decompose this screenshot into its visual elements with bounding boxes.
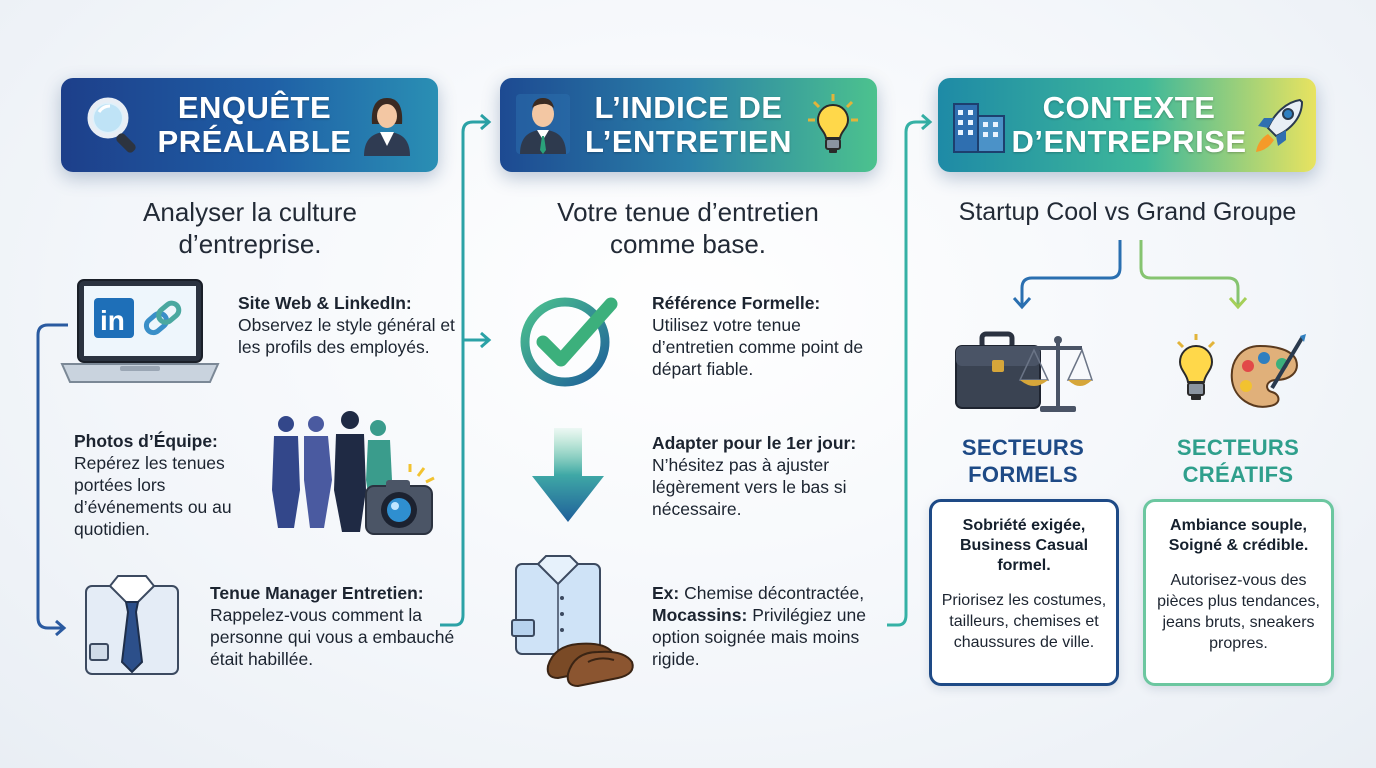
magnifier-icon <box>87 97 136 153</box>
item-body-a: Chemise décontractée, <box>684 583 865 603</box>
rocket-icon <box>1256 98 1304 152</box>
svg-text:in: in <box>100 305 125 336</box>
item-body: Repérez les tenues portées lors d’événem… <box>74 453 232 539</box>
item-body: N’hésitez pas à ajuster légèrement vers … <box>652 455 847 519</box>
casual-shirt-loafers-icon <box>511 555 634 688</box>
item-tenue-manager: Tenue Manager Entretien: Rappelez-vous c… <box>210 582 470 670</box>
connector-col2-col3 <box>887 120 928 627</box>
item-adapter-premier-jour: Adapter pour le 1er jour: N’hésitez pas … <box>652 432 882 520</box>
card-body: Autorisez-vous des pièces plus tendances… <box>1157 572 1320 652</box>
laptop-linkedin-icon: in <box>60 279 220 383</box>
businessman-icon <box>516 94 570 154</box>
card-heading: Sobriété exigée, Business Casual formel. <box>959 517 1089 574</box>
item-heading: Adapter pour le 1er jour: <box>652 433 857 453</box>
item-heading-b: Mocassins: <box>652 605 748 625</box>
item-body: Observez le style général et les profils… <box>238 315 455 357</box>
item-photos-equipe: Photos d’Équipe: Repérez les tenues port… <box>74 430 264 540</box>
column2-subtitle: Votre tenue d’entretien comme base. <box>557 197 819 259</box>
down-arrow-icon <box>532 428 604 522</box>
card-heading: Ambiance souple, Soigné & crédible. <box>1168 517 1309 554</box>
item-site-web-linkedin: Site Web & LinkedIn: Observez le style g… <box>238 292 458 358</box>
briefcase-scales-icon <box>955 331 1094 412</box>
card-secteurs-formels: Sobriété exigée, Business Casual formel.… <box>929 499 1119 686</box>
banner-title: CONTEXTE D’ENTREPRISE <box>1011 90 1247 159</box>
connector-col1-col2 <box>440 120 487 627</box>
team-photo-icon <box>272 411 435 535</box>
item-heading: Tenue Manager Entretien: <box>210 583 424 603</box>
buildings-icon <box>953 103 1005 153</box>
businesswoman-icon <box>364 98 410 156</box>
banner-title: ENQUÊTE PRÉALABLE <box>157 90 352 159</box>
left-bracket-connector <box>36 323 68 630</box>
sector-title-creatifs: SECTEURS CRÉATIFS <box>1176 435 1300 487</box>
lightbulb-icon <box>808 94 858 153</box>
banner-title: L’INDICE DE L’ENTRETIEN <box>584 90 792 159</box>
item-heading: Référence Formelle: <box>652 293 821 313</box>
item-heading: Site Web & LinkedIn: <box>238 293 412 313</box>
sector-title-formels: SECTEURS FORMELS <box>961 435 1085 487</box>
item-heading: Photos d’Équipe: <box>74 431 218 451</box>
banner-indice-entretien: L’INDICE DE L’ENTRETIEN <box>500 78 877 172</box>
item-exemple-tenue: Ex: Chemise décontractée, Mocassins: Pri… <box>652 582 892 670</box>
column3-subtitle: Startup Cool vs Grand Groupe <box>958 198 1297 226</box>
split-arrow-creative <box>1139 240 1240 306</box>
item-body: Utilisez votre tenue d’entretien comme p… <box>652 315 864 379</box>
split-arrow-formal <box>1020 240 1122 306</box>
item-body: Rappelez-vous comment la personne qui vo… <box>210 605 455 669</box>
card-secteurs-creatifs: Ambiance souple, Soigné & crédible. Auto… <box>1143 499 1334 686</box>
card-body: Priorisez les costumes, tailleurs, chemi… <box>941 592 1107 651</box>
lightbulb-palette-icon <box>1176 334 1306 408</box>
item-body-b: Privilégiez une option soignée mais moin… <box>652 605 866 669</box>
shirt-tie-icon <box>85 575 179 675</box>
checkmark-icon <box>520 297 618 387</box>
item-heading: Ex: <box>652 583 680 603</box>
item-reference-formelle: Référence Formelle: Utilisez votre tenue… <box>652 292 882 380</box>
column1-subtitle: Analyser la culture d’entreprise. <box>143 197 357 259</box>
